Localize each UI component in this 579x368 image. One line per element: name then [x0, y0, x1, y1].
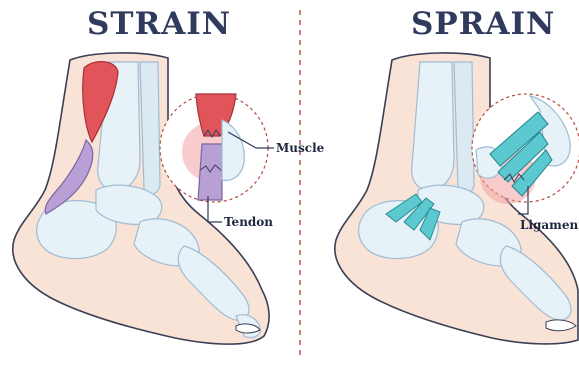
tendon-label: Tendon	[224, 215, 273, 229]
sprain-fibula-bone	[454, 62, 474, 194]
ligament-label: Ligament	[520, 218, 579, 232]
sprain-tibia-bone	[412, 62, 454, 190]
strain-fibula-bone	[140, 62, 160, 194]
strain-zoom-callout	[160, 94, 268, 202]
strain-title: STRAIN	[87, 6, 231, 42]
muscle-label: Muscle	[276, 141, 324, 155]
sprain-zoom-callout	[472, 94, 579, 204]
sprain-title: SPRAIN	[411, 6, 555, 42]
